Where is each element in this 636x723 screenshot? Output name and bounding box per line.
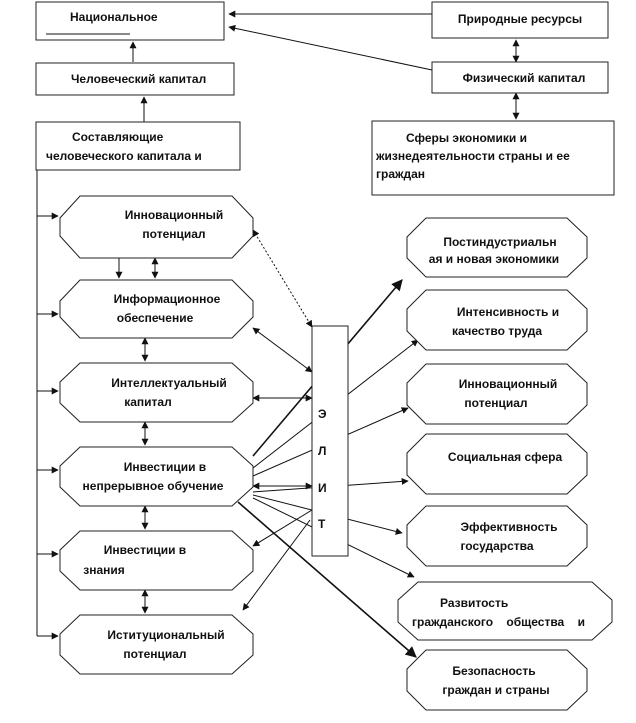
innovation-elite-link [252, 229, 313, 328]
node-intellectual-line-1: Интеллектуальный [111, 376, 226, 390]
node-institutional-line-1: Иституциональный [107, 628, 224, 642]
elite-letter-3: И [318, 481, 327, 495]
node-information-line-1: Информационное [114, 292, 221, 306]
components-line-1: Составляющие [72, 130, 164, 144]
node-state: Эффективность государства [406, 505, 588, 567]
elite-letter-1: Э [318, 407, 327, 421]
node-innovation-right: Инновационный потенциал [406, 363, 588, 425]
spheres-line-1: Сферы экономики и [406, 131, 527, 145]
elite-letter-2: Л [318, 444, 326, 458]
physical-capital-label: Физический капитал [463, 71, 586, 85]
components-line-2: человеческого капитала и [46, 149, 202, 163]
node-information: Информационное обеспечение [59, 279, 254, 339]
node-investment-knowledge-line-2: знания [83, 563, 125, 577]
node-social: Социальная сфера [406, 433, 588, 495]
node-institutional: Иституциональный потенциал [59, 614, 254, 675]
national-label: Национальное [70, 10, 158, 24]
components-box: Составляющие человеческого капитала и [35, 121, 241, 171]
node-civil: Развитость гражданского общества и [397, 581, 613, 641]
node-postindustrial-line-2: ая и новая экономики [429, 252, 559, 266]
node-security-line-2: граждан и страны [442, 683, 549, 697]
elite-column: Э Л И Т [311, 325, 349, 557]
information-elite-link [252, 327, 313, 373]
node-labor-line-2: качество труда [452, 324, 542, 338]
node-postindustrial: Постиндустриальн ая и новая экономики [406, 217, 588, 278]
natural-resources-label: Природные ресурсы [458, 12, 582, 26]
node-investment-education-line-2: непрерывное обучение [83, 479, 224, 493]
arrow-physical-to-national [228, 24, 433, 71]
node-investment-knowledge: Инвестиции в знания [59, 530, 254, 591]
node-innovation-right-line-2: потенциал [464, 396, 527, 410]
node-state-line-1: Эффективность [460, 520, 557, 534]
node-innovation-right-line-1: Инновационный [459, 377, 558, 391]
elite-to-institutional-link [242, 519, 311, 611]
human-capital-box: Человеческий капитал [35, 62, 235, 96]
elite-to-knowledge-link [252, 509, 313, 547]
human-capital-label: Человеческий капитал [71, 72, 206, 86]
node-labor: Интенсивность и качество труда [406, 289, 588, 351]
elite-letter-4: Т [318, 517, 326, 531]
node-intellectual-line-2: капитал [124, 395, 171, 409]
national-box: Национальное [35, 1, 225, 41]
node-innovation: Инновационный потенциал [59, 195, 254, 259]
node-state-line-2: государства [460, 539, 533, 553]
spheres-line-2: жизнедеятельности страны и ее [375, 149, 570, 163]
node-innovation-line-2: потенциал [142, 227, 205, 241]
node-institutional-line-2: потенциал [123, 647, 186, 661]
node-investment-education: Инвестиции в непрерывное обучение [59, 446, 254, 507]
natural-resources-box: Природные ресурсы [431, 1, 609, 39]
physical-capital-box: Физический капитал [431, 61, 609, 94]
node-security-line-1: Безопасность [452, 664, 535, 678]
node-innovation-line-1: Инновационный [125, 208, 224, 222]
node-postindustrial-line-1: Постиндустриальн [443, 235, 556, 249]
node-investment-knowledge-line-1: Инвестиции в [104, 543, 186, 557]
node-labor-line-1: Интенсивность и [457, 305, 559, 319]
node-intellectual: Интеллектуальный капитал [59, 362, 254, 423]
node-investment-education-line-1: Инвестиции в [124, 460, 206, 474]
node-civil-line-2: гражданского общества и [412, 615, 585, 629]
node-civil-line-1: Развитость [440, 596, 508, 610]
fan-to-security [237, 501, 417, 658]
spheres-box: Сферы экономики и жизнедеятельности стра… [371, 120, 615, 196]
node-security: Безопасность граждан и страны [406, 649, 588, 711]
node-social-line-1: Социальная сфера [448, 450, 563, 464]
node-information-line-2: обеспечение [117, 311, 194, 325]
spheres-line-3: граждан [376, 167, 425, 181]
